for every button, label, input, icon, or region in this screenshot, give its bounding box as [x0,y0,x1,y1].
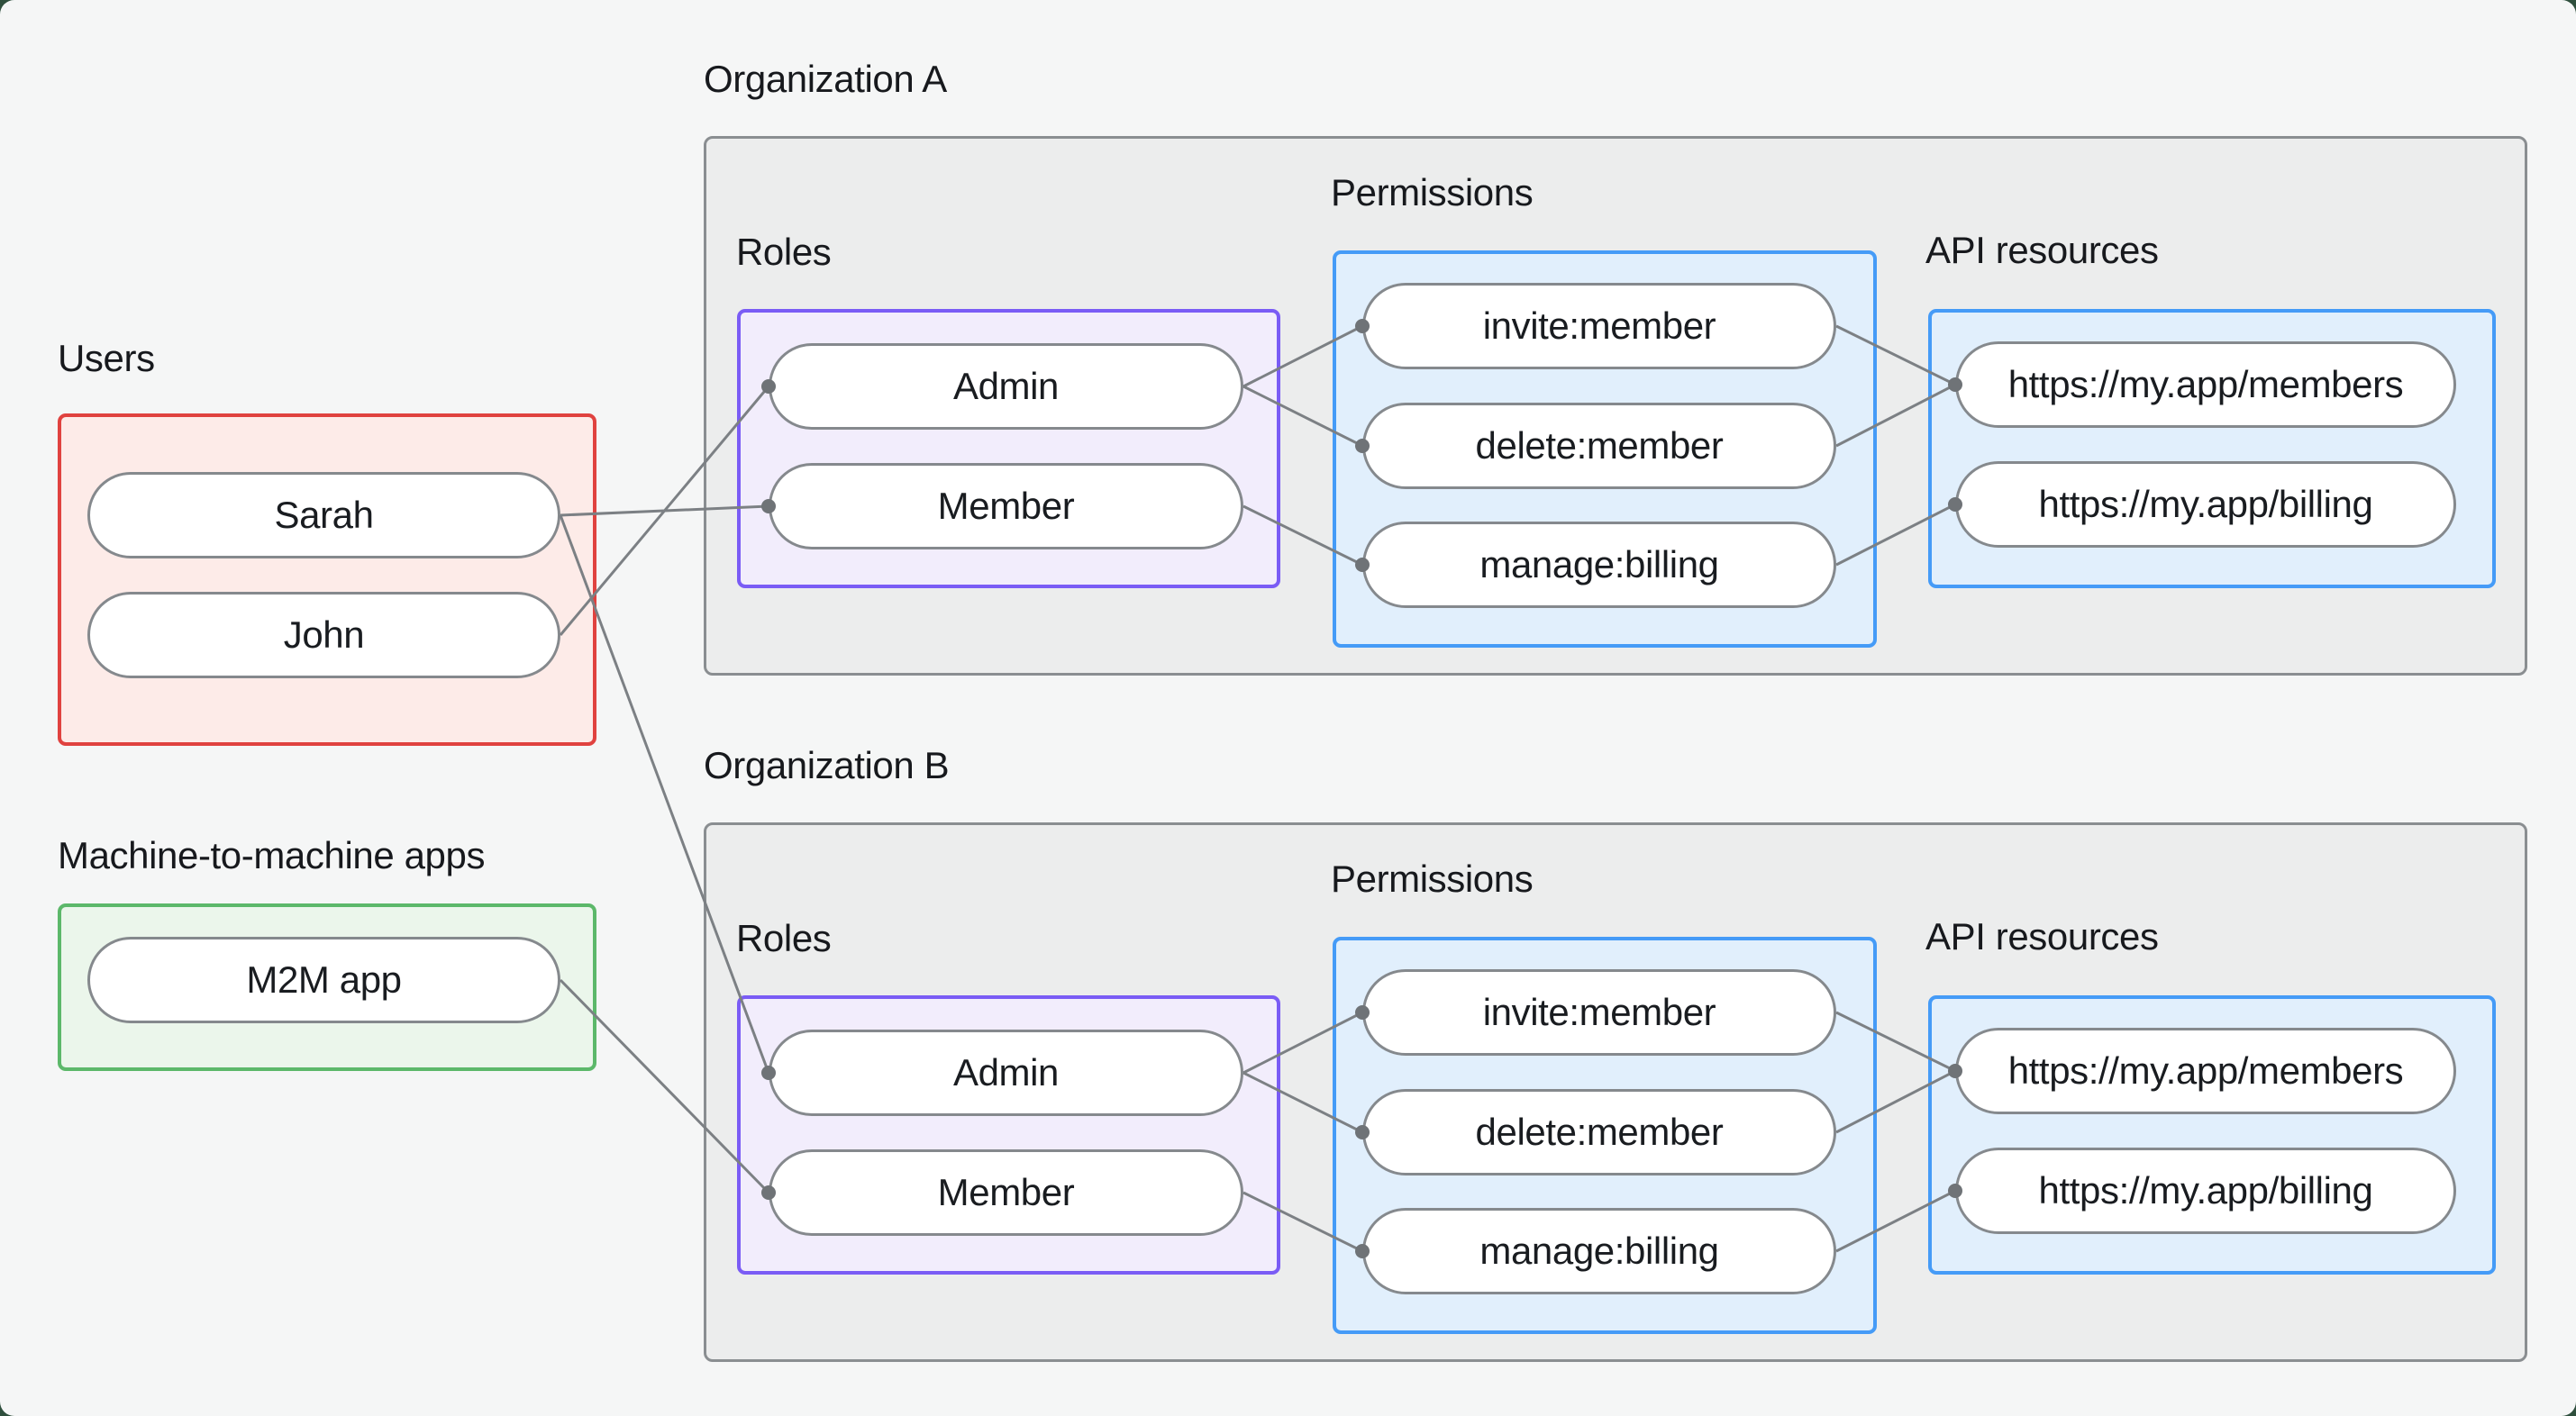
m2m-app-node: M2M app [87,937,560,1023]
org-a-api-billing-url: https://my.app/billing [1955,461,2456,548]
org-a-roles-label: Roles [736,231,832,273]
org-b-api-members-url: https://my.app/members [1955,1028,2456,1114]
org-b-permission-manage-billing: manage:billing [1362,1208,1836,1294]
user-node-john: John [87,592,560,678]
org-a-role-member: Member [769,463,1243,549]
org-a-permission-manage-billing: manage:billing [1362,522,1836,608]
users-group-box [58,413,596,746]
user-node-sarah: Sarah [87,472,560,558]
m2m-group-label: Machine-to-machine apps [58,834,486,876]
org-a-permission-delete-member: delete:member [1362,403,1836,489]
users-group-label: Users [58,337,155,379]
org-a-api-members-url: https://my.app/members [1955,341,2456,428]
org-a-api-resources-label: API resources [1925,229,2159,271]
org-b-role-member: Member [769,1149,1243,1236]
org-b-permissions-label: Permissions [1331,858,1534,900]
org-a-role-admin: Admin [769,343,1243,430]
org-b-permission-invite-member: invite:member [1362,969,1836,1056]
org-a-permissions-label: Permissions [1331,171,1534,213]
org-b-api-billing-url: https://my.app/billing [1955,1148,2456,1234]
org-b-roles-label: Roles [736,917,832,959]
org-b-api-resources-label: API resources [1925,915,2159,958]
org-b-role-admin: Admin [769,1030,1243,1116]
org-a-title: Organization A [704,58,947,100]
org-a-permission-invite-member: invite:member [1362,283,1836,369]
org-b-permission-delete-member: delete:member [1362,1089,1836,1175]
org-b-title: Organization B [704,744,950,786]
